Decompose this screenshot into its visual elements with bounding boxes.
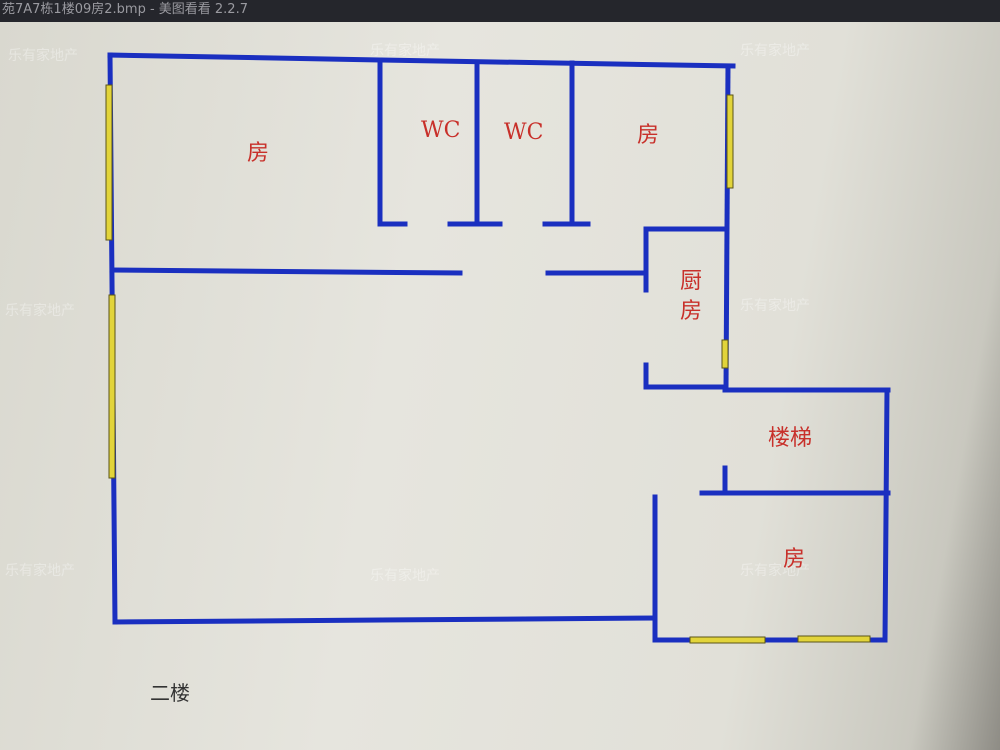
watermark: 乐有家地产 — [370, 42, 440, 59]
window — [797, 635, 871, 643]
wall-bottom — [112, 615, 658, 625]
window-title-bar: 苑7A7栋1楼09房2.bmp - 美图看看 2.2.7 — [0, 0, 1000, 22]
room-labels: 房 WC WC 房 厨 房 楼梯 房 二楼 — [150, 118, 812, 705]
wall — [109, 267, 463, 276]
room-label: 房 — [783, 547, 805, 572]
room-label: WC — [504, 120, 543, 145]
room-label: 房 — [680, 299, 702, 324]
floor-plan: 乐有家地产 乐有家地产 乐有家地产 乐有家地产 乐有家地产 乐有家地产 乐有家地… — [5, 42, 891, 705]
room-label: 房 — [247, 141, 269, 166]
windows — [105, 84, 871, 644]
watermark: 乐有家地产 — [740, 297, 810, 314]
room-label: 房 — [637, 123, 659, 148]
room-label: WC — [421, 118, 460, 143]
room-label: 楼梯 — [768, 426, 812, 451]
window — [108, 294, 116, 479]
window — [689, 636, 766, 644]
watermarks: 乐有家地产 乐有家地产 乐有家地产 乐有家地产 乐有家地产 乐有家地产 乐有家地… — [5, 42, 810, 584]
watermark: 乐有家地产 — [5, 562, 75, 579]
image-canvas: 乐有家地产 乐有家地产 乐有家地产 乐有家地产 乐有家地产 乐有家地产 乐有家地… — [0, 22, 1000, 750]
room-label: 厨 — [680, 269, 702, 294]
walls — [107, 52, 891, 643]
window — [721, 339, 729, 369]
watermark: 乐有家地产 — [370, 567, 440, 584]
floor-label: 二楼 — [150, 681, 190, 705]
watermark: 乐有家地产 — [740, 562, 810, 579]
wall-right — [882, 387, 890, 643]
watermark: 乐有家地产 — [8, 47, 78, 64]
watermark: 乐有家地产 — [740, 42, 810, 59]
watermark: 乐有家地产 — [5, 302, 75, 319]
window — [726, 94, 734, 189]
window — [105, 84, 113, 241]
window-title: 苑7A7栋1楼09房2.bmp - 美图看看 2.2.7 — [2, 2, 248, 17]
